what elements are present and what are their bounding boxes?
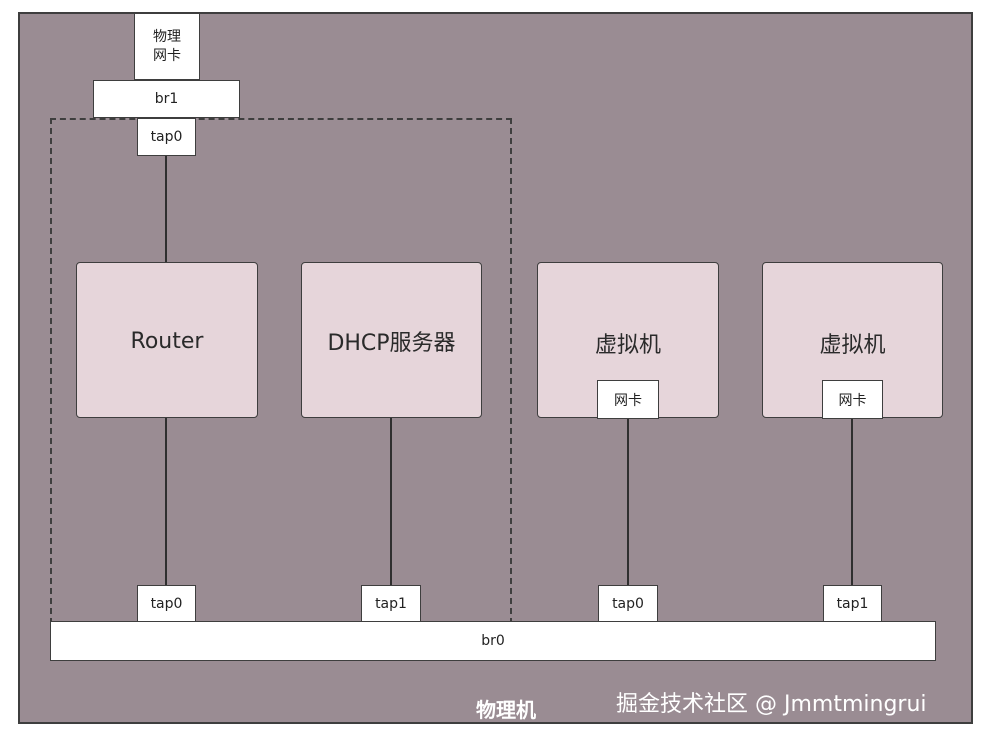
vm2-tap: tap1 [823,585,882,622]
bridge-br0-label: br0 [481,633,505,649]
vm1-tap-label: tap0 [612,595,644,612]
link-dhcp-tap1 [390,417,392,585]
link-vm2-nic-tap1 [851,419,853,585]
link-router-tap0-bottom [165,417,167,585]
vm1-label: 虚拟机 [594,333,661,358]
vm1-tap: tap0 [598,585,658,622]
dhcp-server-label: DHCP服务器 [327,331,456,356]
physical-nic-label-line1: 物理 [153,28,181,45]
vm1-node: 虚拟机 [537,262,719,418]
dhcp-server-node: DHCP服务器 [301,262,482,418]
vm1-nic-label: 网卡 [614,392,642,409]
physical-nic-box: 物理 网卡 [134,13,200,80]
router-top-tap: tap0 [137,118,196,156]
router-label: Router [130,328,204,354]
bridge-br0: br0 [50,621,936,661]
router-bottom-tap-label: tap0 [150,595,183,612]
router-bottom-tap: tap0 [137,585,196,622]
vm2-nic-label: 网卡 [838,392,867,409]
vm2-nic: 网卡 [822,380,883,419]
physical-nic-label-line2: 网卡 [153,47,181,64]
vm2-tap-label: tap1 [836,595,869,612]
bridge-br1-label: br1 [154,91,179,107]
watermark-text: 掘金技术社区 @ Jmmtmingrui [616,692,927,717]
vm2-label: 虚拟机 [819,333,886,358]
router-node: Router [76,262,258,418]
dhcp-tap: tap1 [361,585,421,622]
link-vm1-nic-tap0 [627,419,629,585]
physical-machine-label: 物理机 [476,698,536,722]
link-tap0-router-top [165,156,167,263]
router-top-tap-label: tap0 [150,129,183,145]
bridge-br1: br1 [93,80,240,118]
dhcp-tap-label: tap1 [375,595,407,612]
vm1-nic: 网卡 [597,380,659,419]
